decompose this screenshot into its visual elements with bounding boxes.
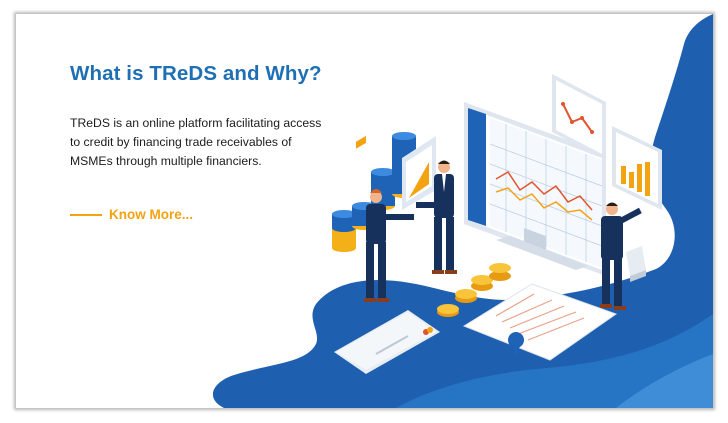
page-title: What is TReDS and Why? [70,62,322,85]
know-more-label[interactable]: Know More... [109,207,193,222]
gold-coins-icon [437,263,511,317]
know-more-link[interactable]: Know More... [70,207,193,222]
background-blob-light [396,314,713,408]
hero-card: What is TReDS and Why? TReDS is an onlin… [16,14,713,408]
certificate-icon [462,283,618,361]
credit-card-icon [334,135,440,374]
intro-section: What is TReDS and Why? TReDS is an onlin… [70,62,340,171]
intro-description: TReDS is an online platform facilitating… [70,116,322,168]
businessman-icon [600,202,646,310]
monitor-icon [464,102,606,276]
businessman-icon [364,189,414,302]
cta-accent-line [70,213,102,216]
treds-illustration [213,14,713,408]
growth-chart-card [402,136,436,210]
businessman-icon [416,160,457,274]
line-chart-icon [552,74,606,160]
bar-chart-icon [612,126,662,210]
